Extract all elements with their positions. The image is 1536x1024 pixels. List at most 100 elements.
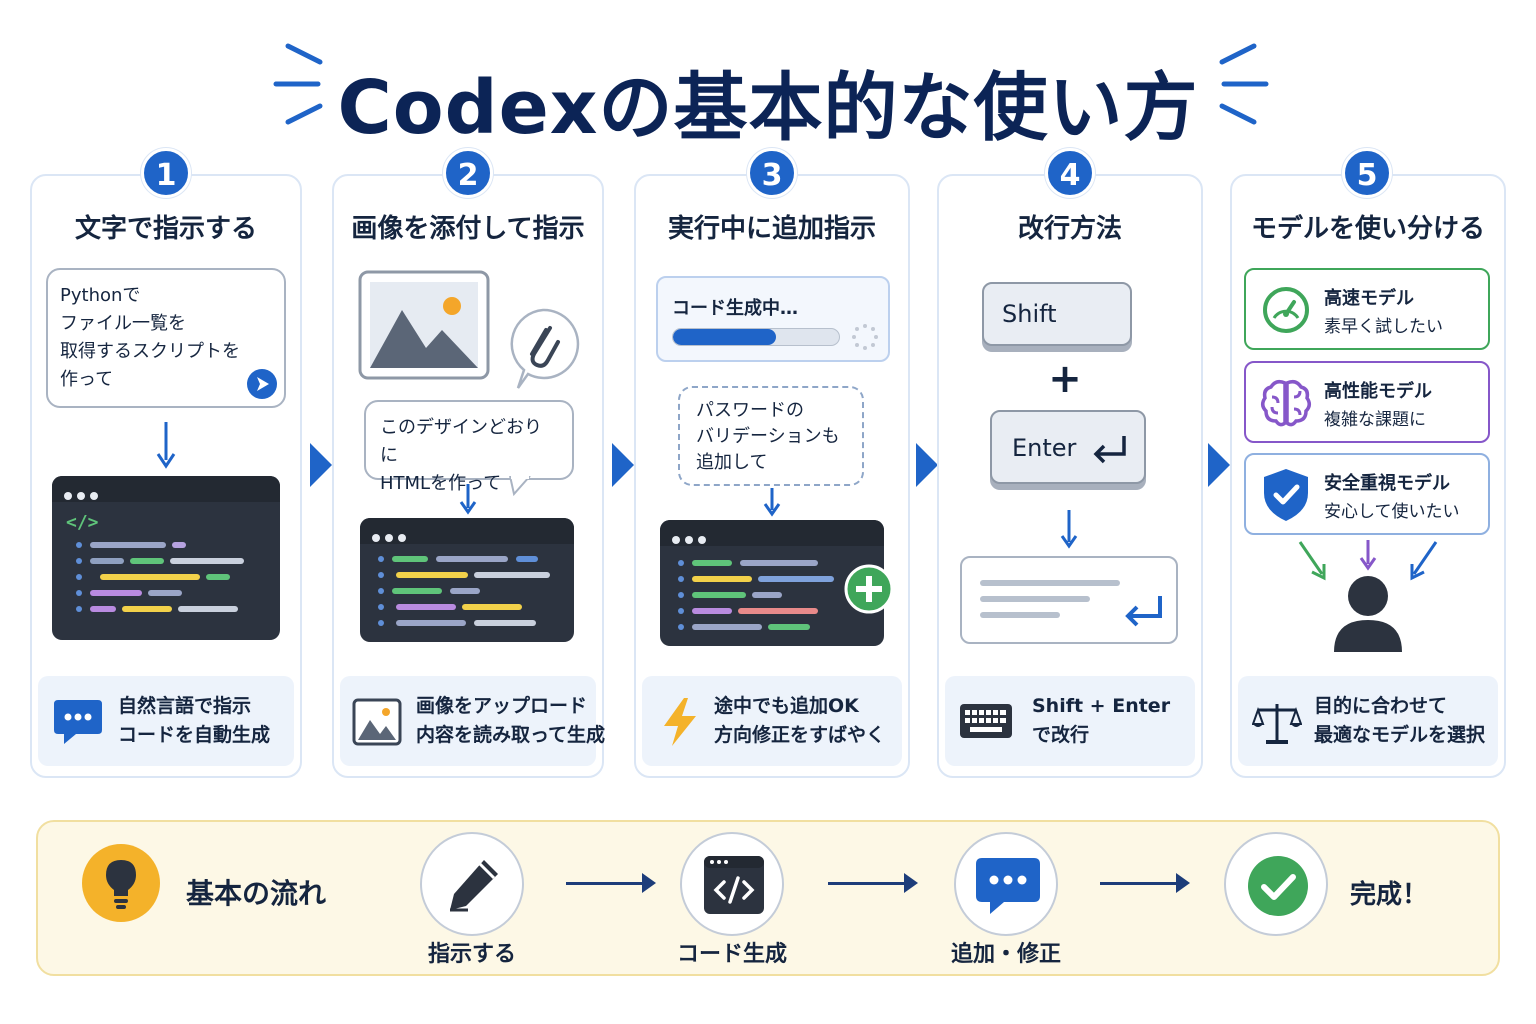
flow-step-done [1224, 832, 1328, 936]
flow-step-instruct [420, 832, 524, 936]
prompt-line: 作って [60, 369, 114, 390]
footer-line: Shift + Enter [1032, 695, 1171, 717]
status-panel: コード生成中… [656, 276, 890, 362]
flow-done-label: 完成！ [1350, 880, 1429, 910]
flow-arrow-icon [1100, 873, 1190, 893]
flow-step-label: 指示する [427, 942, 516, 967]
step-footer-text: 途中でも追加OK 方向修正をすばやく [714, 692, 885, 750]
model-option-safety[interactable]: 安全重視モデル 安心して使いたい [1244, 453, 1490, 535]
spinner-icon [852, 324, 878, 350]
text-area-preview [960, 556, 1178, 644]
lightning-icon [664, 698, 696, 746]
prompt-line: バリデーションも [696, 426, 840, 447]
shift-key[interactable]: Shift [982, 282, 1132, 346]
page-title: Codexの基本的な使い方 [337, 65, 1199, 151]
footer-line: 内容を読み取って生成 [416, 724, 606, 746]
prompt-line: ファイル一覧を [60, 313, 186, 334]
bubble-tail [509, 476, 531, 496]
step-footer-text: 自然言語で指示 コードを自動生成 [118, 692, 270, 750]
flow-step-label: 追加・修正 [950, 942, 1061, 967]
prompt-line: HTMLを作って [380, 473, 502, 494]
footer-line: コードを自動生成 [118, 724, 271, 746]
newline-icon [1125, 596, 1162, 627]
next-step-arrow-icon [612, 443, 634, 487]
balance-scale-icon [1252, 704, 1302, 744]
step-title: モデルを使い分ける [1250, 214, 1485, 244]
add-icon[interactable] [844, 564, 894, 614]
code-window [360, 518, 574, 642]
prompt-bubble: パスワードの バリデーションも 追加して [678, 386, 864, 486]
footer-line: 目的に合わせて [1314, 695, 1448, 717]
image-upload-icon [352, 698, 402, 746]
title-area: Codexの基本的な使い方 [0, 40, 1536, 151]
flow-arrow-icon [566, 873, 656, 893]
step-number-badge: 2 [443, 148, 493, 198]
footer-line: 自然言語で指示 [118, 695, 252, 717]
burst-right-icon [1219, 43, 1269, 125]
keyboard-icon [960, 704, 1012, 738]
flow-step-label: コード生成 [676, 942, 787, 967]
model-subtitle: 安心して使いたい [1324, 502, 1460, 522]
return-icon [1093, 436, 1126, 464]
footer-line: 画像をアップロード [416, 695, 588, 717]
footer-line: 方向修正をすばやく [714, 724, 886, 746]
down-arrow-icon [1060, 510, 1078, 549]
chat-bubble-icon [976, 858, 1040, 914]
code-window-icon [704, 856, 764, 914]
prompt-bubble: このデザインどおりに HTMLを作って [364, 400, 574, 494]
step-title: 画像を添付して指示 [351, 214, 585, 244]
down-arrow-icon [763, 488, 781, 517]
image-icon [358, 270, 490, 380]
model-title: 安全重視モデル [1324, 473, 1450, 494]
step-footer-text: 目的に合わせて 最適なモデルを選択 [1314, 692, 1485, 750]
model-subtitle: 素早く試したい [1324, 317, 1443, 337]
prompt-line: 追加して [696, 452, 768, 473]
step-title: 実行中に追加指示 [667, 214, 876, 244]
footer-line: で改行 [1032, 724, 1090, 746]
paperclip-icon[interactable] [506, 308, 580, 390]
prompt-bubble: Pythonで ファイル一覧を 取得するスクリプトを 作って [46, 268, 286, 408]
down-arrow-icon [459, 484, 477, 515]
step-number-badge: 1 [141, 148, 191, 198]
code-window: </> [52, 476, 280, 640]
flow-step-add [954, 832, 1058, 936]
enter-key[interactable]: Enter [990, 410, 1146, 484]
prompt-line: Pythonで [60, 285, 141, 306]
step-number-badge: 3 [747, 148, 797, 198]
step-title: 文字で指示する [74, 214, 257, 244]
footer-line: 最適なモデルを選択 [1314, 724, 1486, 746]
speedometer-icon [1263, 287, 1309, 333]
check-circle-icon [1248, 856, 1308, 916]
brain-icon [1261, 379, 1311, 427]
model-title: 高速モデル [1324, 288, 1414, 309]
prompt-line: 取得するスクリプトを [60, 341, 240, 362]
progress-fill [673, 329, 776, 345]
step-title: 改行方法 [1017, 214, 1122, 244]
step-number-badge: 4 [1045, 148, 1095, 198]
send-icon[interactable] [246, 368, 278, 400]
prompt-line: このデザインどおりに [380, 417, 542, 466]
shield-check-icon [1264, 469, 1308, 521]
status-text: コード生成中… [672, 298, 798, 319]
chat-bubble-icon [54, 700, 102, 744]
next-step-arrow-icon [916, 443, 938, 487]
model-option-high-performance[interactable]: 高性能モデル 複雑な課題に [1244, 361, 1490, 443]
converge-arrows-icon [1298, 540, 1438, 581]
step-number-badge: 5 [1342, 148, 1392, 198]
footer-line: 途中でも追加OK [714, 695, 859, 717]
shift-key-label: Shift [1002, 300, 1057, 328]
model-title: 高性能モデル [1324, 381, 1432, 402]
step-footer [1238, 676, 1498, 766]
enter-key-label: Enter [1012, 434, 1077, 462]
step-footer-text: 画像をアップロード 内容を読み取って生成 [416, 692, 605, 750]
model-subtitle: 複雑な課題に [1324, 410, 1426, 430]
plus-sign: + [1048, 356, 1082, 402]
user-icon [1334, 576, 1402, 652]
next-step-arrow-icon [310, 443, 332, 487]
model-option-fast[interactable]: 高速モデル 素早く試したい [1244, 268, 1490, 350]
prompt-line: パスワードの [696, 400, 804, 421]
progress-track [672, 328, 840, 346]
flow-arrow-icon [828, 873, 918, 893]
down-arrow-icon [156, 422, 176, 469]
pencil-icon [450, 860, 498, 912]
